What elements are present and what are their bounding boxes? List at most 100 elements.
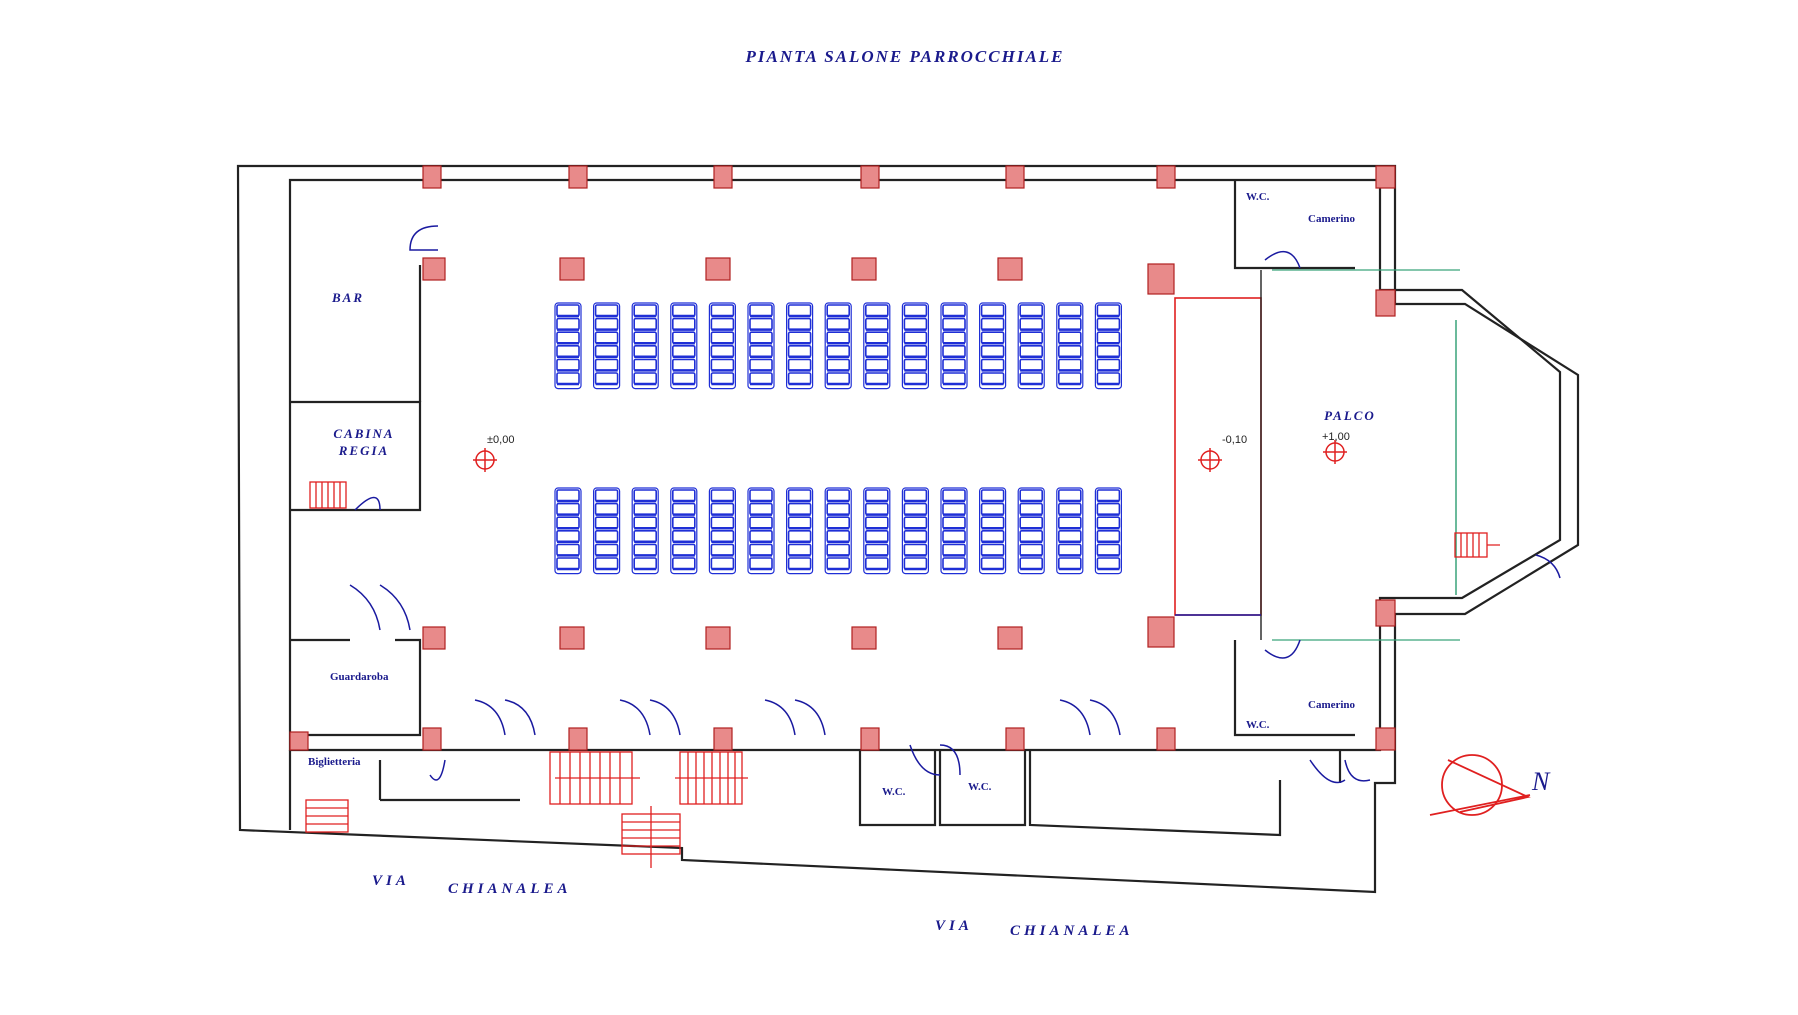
seat-row-frame bbox=[901, 487, 930, 575]
chair bbox=[556, 344, 580, 358]
chair bbox=[556, 372, 580, 385]
chair bbox=[671, 529, 696, 543]
chair bbox=[594, 304, 619, 317]
seat-row-frame bbox=[978, 487, 1007, 575]
chair bbox=[594, 529, 619, 543]
chair bbox=[710, 516, 735, 530]
seat-row-frame bbox=[1094, 487, 1123, 575]
chair bbox=[980, 489, 1005, 502]
chair bbox=[980, 358, 1005, 372]
chair bbox=[1019, 557, 1044, 570]
chair bbox=[980, 344, 1005, 358]
chair bbox=[903, 331, 928, 345]
stage-area bbox=[1174, 270, 1262, 640]
chair bbox=[633, 489, 658, 502]
chair bbox=[710, 502, 735, 516]
chair bbox=[556, 529, 580, 543]
chair bbox=[710, 317, 735, 331]
chair bbox=[1096, 372, 1121, 385]
seat-row-frame bbox=[1094, 302, 1123, 390]
street-left-via: VIA bbox=[372, 873, 410, 889]
chair bbox=[671, 317, 696, 331]
room-label-bar: BAR bbox=[331, 290, 364, 305]
chair bbox=[633, 358, 658, 372]
chair bbox=[594, 344, 619, 358]
chair bbox=[1058, 331, 1082, 345]
chair bbox=[864, 557, 889, 570]
chair bbox=[980, 304, 1005, 317]
chair bbox=[1096, 358, 1121, 372]
chair bbox=[710, 529, 735, 543]
chair bbox=[787, 489, 812, 502]
chair bbox=[671, 344, 696, 358]
seat-row-frame bbox=[708, 487, 737, 575]
seat-row-frame bbox=[1056, 302, 1084, 390]
chair bbox=[826, 344, 851, 358]
chair bbox=[1058, 317, 1082, 331]
chair bbox=[864, 304, 889, 317]
seat-row-frame bbox=[978, 302, 1007, 390]
chair bbox=[864, 344, 889, 358]
level-label-pit: -0,10 bbox=[1222, 434, 1247, 446]
chair bbox=[1096, 557, 1121, 570]
seat-row-frame bbox=[824, 487, 852, 575]
chair bbox=[749, 489, 773, 502]
chair bbox=[1058, 372, 1082, 385]
chair bbox=[1019, 516, 1044, 530]
room-label-guardaroba: Guardaroba bbox=[330, 671, 389, 683]
chair bbox=[787, 304, 812, 317]
chair bbox=[633, 516, 658, 530]
chair bbox=[671, 372, 696, 385]
chair bbox=[1019, 502, 1044, 516]
chair bbox=[710, 331, 735, 345]
seat-row-frame bbox=[1017, 302, 1045, 390]
chair bbox=[942, 344, 966, 358]
chair bbox=[980, 502, 1005, 516]
chair bbox=[980, 317, 1005, 331]
chair bbox=[556, 317, 580, 331]
chair bbox=[749, 344, 773, 358]
chair bbox=[1019, 344, 1044, 358]
columns bbox=[289, 165, 1396, 751]
chair bbox=[942, 529, 966, 543]
chair bbox=[1019, 358, 1044, 372]
chair bbox=[942, 331, 966, 345]
chair bbox=[556, 304, 580, 317]
chair bbox=[864, 543, 889, 557]
chair bbox=[826, 358, 851, 372]
chair bbox=[980, 372, 1005, 385]
chair bbox=[787, 557, 812, 570]
chair bbox=[633, 304, 658, 317]
seat-row-frame bbox=[670, 487, 698, 575]
chair bbox=[671, 516, 696, 530]
chair bbox=[1019, 331, 1044, 345]
chair bbox=[594, 543, 619, 557]
room-label-camerino-top: Camerino bbox=[1308, 213, 1356, 225]
seat-row-frame bbox=[863, 487, 891, 575]
chair bbox=[942, 502, 966, 516]
chair bbox=[787, 344, 812, 358]
chair bbox=[1058, 516, 1082, 530]
chair bbox=[864, 358, 889, 372]
chair bbox=[1096, 489, 1121, 502]
chair bbox=[864, 529, 889, 543]
chair bbox=[787, 317, 812, 331]
chair bbox=[787, 502, 812, 516]
chair bbox=[1019, 489, 1044, 502]
chair bbox=[942, 372, 966, 385]
chair bbox=[556, 489, 580, 502]
chair bbox=[594, 372, 619, 385]
chair bbox=[826, 489, 851, 502]
chair bbox=[826, 317, 851, 331]
chair bbox=[903, 557, 928, 570]
chair bbox=[671, 502, 696, 516]
seat-row-frame bbox=[747, 302, 775, 390]
chair bbox=[671, 358, 696, 372]
chair bbox=[749, 529, 773, 543]
seat-row-frame bbox=[940, 487, 968, 575]
chair bbox=[903, 516, 928, 530]
seat-row-frame bbox=[901, 302, 930, 390]
chair bbox=[980, 543, 1005, 557]
chair bbox=[1096, 502, 1121, 516]
chair bbox=[633, 372, 658, 385]
